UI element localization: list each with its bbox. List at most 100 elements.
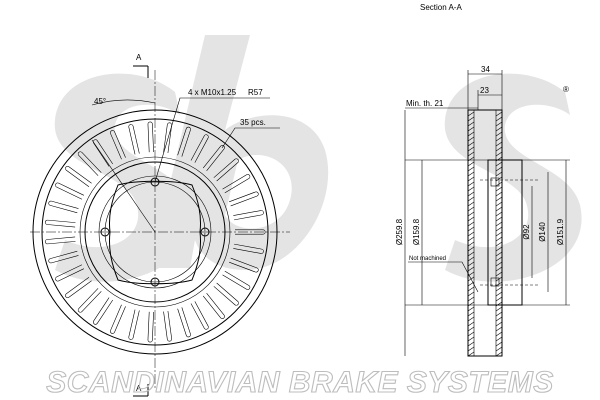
bore-diameter-dim: Ø92: [522, 224, 531, 240]
radius-note: R57: [248, 88, 263, 97]
hatch-line: [467, 176, 475, 182]
cooling-vane: [48, 200, 79, 214]
disc-section-view: Section A-A 34 23 Min. th. 21 Ø259.8 Ø15…: [395, 3, 570, 357]
hatch-line: [495, 266, 503, 272]
hatch-line: [495, 131, 503, 137]
cooling-vane: [213, 158, 239, 182]
cooling-vane: [229, 257, 259, 273]
hatch-line: [495, 271, 503, 277]
cooling-vane: [147, 121, 154, 153]
hatch-line: [467, 136, 475, 142]
cooling-vane: [202, 292, 225, 319]
hatch-line: [467, 301, 475, 307]
hatch-line: [467, 246, 475, 252]
cooling-vane: [93, 139, 114, 167]
cooling-vane: [44, 219, 76, 228]
min-thickness-note: Min. th. 21: [406, 99, 444, 108]
hatch-line: [467, 156, 475, 162]
cooling-vane: [190, 301, 209, 330]
hatch-line: [467, 346, 475, 352]
cooling-vane: [77, 151, 102, 176]
hatch-line: [495, 246, 503, 252]
hatch-line: [467, 321, 475, 327]
hatch-line: [467, 206, 475, 212]
hatch-line: [495, 341, 503, 347]
sbs-watermark-logo: ®: [54, 35, 582, 282]
hatch-line: [467, 351, 475, 357]
hatch-line: [495, 191, 503, 197]
cooling-vane: [233, 210, 264, 221]
cooling-vane: [233, 243, 264, 254]
hatch-line: [495, 151, 503, 157]
hatch-line: [495, 256, 503, 262]
section-marker-bottom: A: [136, 384, 142, 393]
hatch-line: [467, 221, 475, 227]
cooling-vane: [65, 277, 92, 298]
hatch-line: [495, 206, 503, 212]
inner-diameter-dim: Ø159.8: [412, 218, 421, 245]
outer-diameter-dim: Ø259.8: [395, 218, 404, 245]
hatch-line: [467, 211, 475, 217]
angle-label: 45°: [94, 97, 106, 106]
hatch-line: [467, 201, 475, 207]
hatch-line: [495, 331, 503, 337]
hat-outer-edge: [84, 161, 226, 303]
hatch-line: [467, 186, 475, 192]
hatch-line: [495, 221, 503, 227]
hatch-line: [467, 121, 475, 127]
hatch-line: [467, 341, 475, 347]
disc-outer-edge: [32, 109, 278, 355]
cooling-vane: [163, 310, 172, 342]
hatch-line: [495, 241, 503, 247]
hatch-line: [467, 181, 475, 187]
cooling-vane: [229, 191, 259, 207]
hub-opening: [109, 180, 201, 285]
hatch-line: [467, 151, 475, 157]
hatch-line: [467, 116, 475, 122]
hatch-line: [495, 116, 503, 122]
cooling-vane: [77, 288, 102, 313]
hatch-line: [467, 251, 475, 257]
cooling-vane: [48, 250, 79, 264]
section-title: Section A-A: [420, 3, 462, 12]
hatch-line: [495, 171, 503, 177]
hatch-line: [467, 316, 475, 322]
hatch-line: [467, 266, 475, 272]
hatch-line: [467, 191, 475, 197]
cooling-vane: [190, 134, 209, 163]
hatch-line: [467, 311, 475, 317]
hatch-line: [467, 141, 475, 147]
cooling-vane: [93, 297, 114, 325]
hatch-line: [495, 201, 503, 207]
cooling-vane: [147, 311, 154, 343]
hatch-line: [467, 226, 475, 232]
pcd-diameter-dim: Ø140: [538, 222, 547, 242]
section-hatching: [467, 111, 503, 357]
hatch-line: [495, 251, 503, 257]
hatch-line: [467, 166, 475, 172]
hatch-line: [467, 336, 475, 342]
hatch-line: [495, 161, 503, 167]
cooling-vane: [222, 270, 251, 290]
hatch-line: [495, 121, 503, 127]
hatch-line: [467, 241, 475, 247]
hatch-line: [495, 321, 503, 327]
disc-front-view: 45° 4 x M10x1.25 R57 35 pcs. A A: [30, 53, 290, 397]
cooling-vane: [177, 307, 191, 338]
hatch-line: [495, 286, 503, 292]
hatch-line: [495, 141, 503, 147]
hatch-line: [467, 131, 475, 137]
hatch-line: [495, 311, 503, 317]
hatch-line: [495, 306, 503, 312]
hatch-line: [467, 286, 475, 292]
cooling-vane: [55, 182, 85, 200]
hatch-line: [495, 186, 503, 192]
hatch-line: [495, 326, 503, 332]
hatch-line: [495, 136, 503, 142]
bolt-thread-note: 4 x M10x1.25: [188, 88, 237, 97]
hatch-line: [467, 291, 475, 297]
hatch-line: [467, 306, 475, 312]
cooling-vane: [128, 309, 140, 340]
hatch-line: [495, 236, 503, 242]
